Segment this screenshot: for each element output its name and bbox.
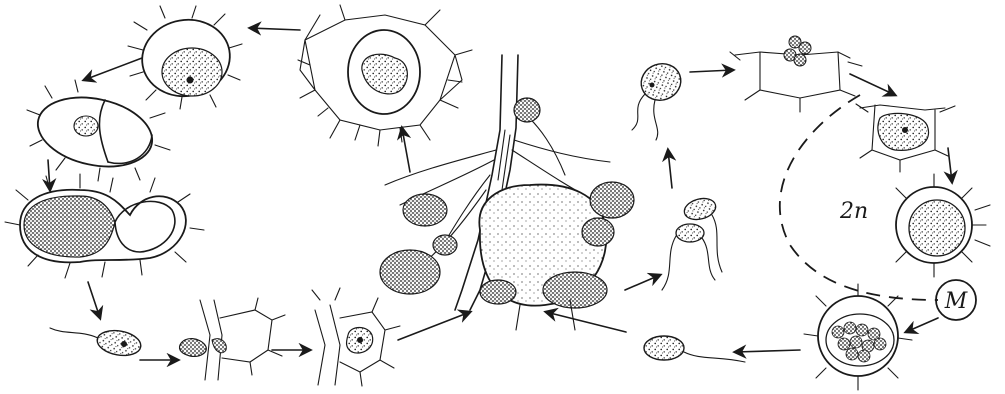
mature-cell-sporangium	[5, 174, 204, 278]
arrow-16	[735, 350, 800, 352]
host-cell-amoeba	[312, 288, 400, 386]
host-cell-plasmodium-top	[298, 5, 472, 146]
zoospore-pair	[662, 195, 722, 290]
zoospore-entering-root	[179, 298, 285, 380]
arrow-10	[625, 275, 660, 290]
label-m: M	[944, 289, 968, 314]
label-2n: 2n	[839, 199, 868, 224]
arrow-14	[948, 148, 952, 182]
host-cell-zygote	[856, 104, 955, 172]
arrow-4	[88, 282, 100, 318]
arrow-11	[668, 150, 672, 188]
zoospore-left	[50, 327, 143, 358]
arrow-13	[850, 74, 895, 95]
gamete-fusion-cell	[730, 36, 862, 112]
arrow-9	[546, 312, 626, 332]
arrow-2	[84, 58, 142, 80]
zoospore-biflagellate-top	[632, 58, 686, 140]
zoospore-right	[644, 336, 745, 362]
spore-cell-top	[128, 6, 242, 109]
arrow-15	[906, 318, 938, 332]
arrow-7	[398, 312, 470, 340]
arrow-8	[402, 128, 410, 172]
arrow-1	[250, 28, 300, 30]
diploid-cell: 2n	[839, 174, 990, 277]
arrow-12	[690, 70, 733, 72]
resting-spore-sac	[804, 284, 912, 390]
infected-root-with-galls	[380, 55, 634, 330]
meiosis-marker: M	[936, 280, 976, 320]
